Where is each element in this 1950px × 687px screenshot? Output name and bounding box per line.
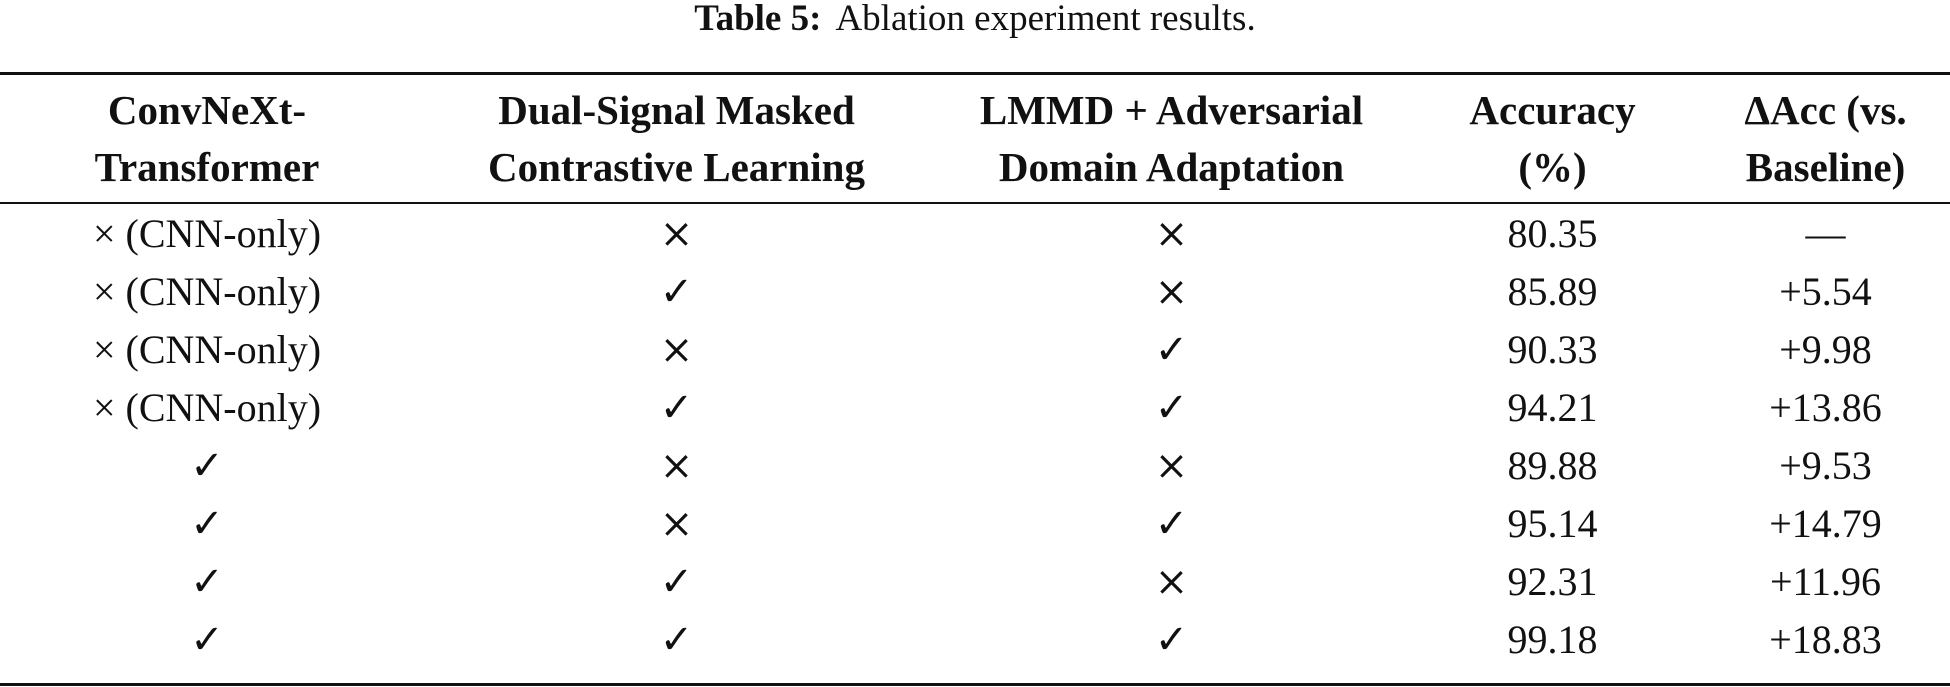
cell-delta-acc: +9.98 — [1779, 327, 1872, 372]
cell-domain-adaptation: ✓ — [1154, 617, 1189, 663]
cell-delta-acc: +9.53 — [1779, 443, 1872, 488]
header-line: Transformer — [94, 143, 320, 190]
cell-domain-adaptation: × — [1154, 211, 1189, 257]
table-body: × (CNN-only) × × 80.35 — × (CNN-only) ✓ × 85.89 +… — [0, 202, 1950, 669]
caption-label: Table 5: — [694, 0, 822, 39]
cell-delta-acc: +18.83 — [1769, 617, 1882, 662]
header-rule — [0, 202, 1950, 204]
cell-domain-adaptation: × — [1154, 559, 1189, 605]
cell-domain-adaptation: ✓ — [1154, 501, 1189, 547]
cell-delta-acc: — — [1805, 211, 1846, 256]
header-line: Baseline) — [1745, 143, 1906, 190]
header-line: Domain Adaptation — [998, 143, 1345, 190]
table-caption: Table 5: Ablation experiment results. — [0, 0, 1950, 50]
header-line: ΔAcc (vs. — [1744, 86, 1907, 133]
bottom-rule — [0, 683, 1950, 686]
table-row: × (CNN-only) ✓ ✓ 94.21 +13.86 — [0, 379, 1950, 437]
cell-convnext-transformer: ✓ — [190, 617, 224, 663]
cell-convnext-transformer: ✓ — [190, 559, 224, 605]
cell-convnext-transformer: × (CNN-only) — [92, 269, 322, 314]
cell-masked-contrastive: × — [659, 211, 694, 257]
cell-accuracy: 90.33 — [1507, 327, 1598, 372]
header-row: ConvNeXt- Transformer Dual-Signal Masked… — [0, 75, 1950, 202]
caption-text: Ablation experiment results. — [835, 0, 1256, 39]
header-line: Contrastive Learning — [488, 143, 865, 190]
cell-accuracy: 94.21 — [1507, 385, 1598, 430]
table-row: ✓ ✓ ✓ 99.18 +18.83 — [0, 611, 1950, 669]
cell-accuracy: 95.14 — [1507, 501, 1598, 546]
cell-masked-contrastive: ✓ — [659, 269, 694, 315]
top-rule — [0, 72, 1950, 75]
table-row: × (CNN-only) × × 80.35 — — [0, 202, 1950, 263]
cell-accuracy: 85.89 — [1507, 269, 1598, 314]
cell-accuracy: 89.88 — [1507, 443, 1598, 488]
cell-masked-contrastive: ✓ — [659, 617, 694, 663]
cell-convnext-transformer: × (CNN-only) — [92, 327, 322, 372]
header-line: ConvNeXt- — [107, 86, 307, 133]
cell-accuracy: 99.18 — [1507, 617, 1598, 662]
cell-delta-acc: +14.79 — [1769, 501, 1882, 546]
cell-convnext-transformer: ✓ — [190, 501, 224, 547]
cell-convnext-transformer: × (CNN-only) — [92, 211, 322, 256]
cell-masked-contrastive: ✓ — [659, 385, 694, 431]
header-line: Dual-Signal Masked — [498, 86, 855, 133]
cell-domain-adaptation: × — [1154, 443, 1189, 489]
column-header-accuracy: Accuracy (%) — [1404, 75, 1701, 202]
column-header-domain-adaptation: LMMD + Adversarial Domain Adaptation — [939, 75, 1404, 202]
column-header-delta-acc: ΔAcc (vs. Baseline) — [1701, 75, 1950, 202]
ablation-table: ConvNeXt- Transformer Dual-Signal Masked… — [0, 75, 1950, 669]
column-header-convnext-transformer: ConvNeXt- Transformer — [0, 75, 414, 202]
header-line: (%) — [1518, 143, 1587, 190]
cell-accuracy: 92.31 — [1507, 559, 1598, 604]
cell-masked-contrastive: × — [659, 327, 694, 373]
header-line: LMMD + Adversarial — [979, 86, 1364, 133]
cell-accuracy: 80.35 — [1507, 211, 1598, 256]
cell-domain-adaptation: ✓ — [1154, 385, 1189, 431]
cell-delta-acc: +13.86 — [1769, 385, 1882, 430]
cell-domain-adaptation: × — [1154, 269, 1189, 315]
column-header-masked-contrastive: Dual-Signal Masked Contrastive Learning — [414, 75, 939, 202]
cell-domain-adaptation: ✓ — [1154, 327, 1189, 373]
cell-masked-contrastive: ✓ — [659, 559, 694, 605]
table-row: ✓ ✓ × 92.31 +11.96 — [0, 553, 1950, 611]
table-row: ✓ × ✓ 95.14 +14.79 — [0, 495, 1950, 553]
table-row: × (CNN-only) ✓ × 85.89 +5.54 — [0, 263, 1950, 321]
header-line: Accuracy — [1469, 86, 1636, 133]
cell-masked-contrastive: × — [659, 501, 694, 547]
cell-delta-acc: +11.96 — [1769, 559, 1882, 604]
cell-convnext-transformer: × (CNN-only) — [92, 385, 322, 430]
cell-delta-acc: +5.54 — [1779, 269, 1872, 314]
cell-convnext-transformer: ✓ — [190, 443, 224, 489]
table-row: ✓ × × 89.88 +9.53 — [0, 437, 1950, 495]
cell-masked-contrastive: × — [659, 443, 694, 489]
table-row: × (CNN-only) × ✓ 90.33 +9.98 — [0, 321, 1950, 379]
